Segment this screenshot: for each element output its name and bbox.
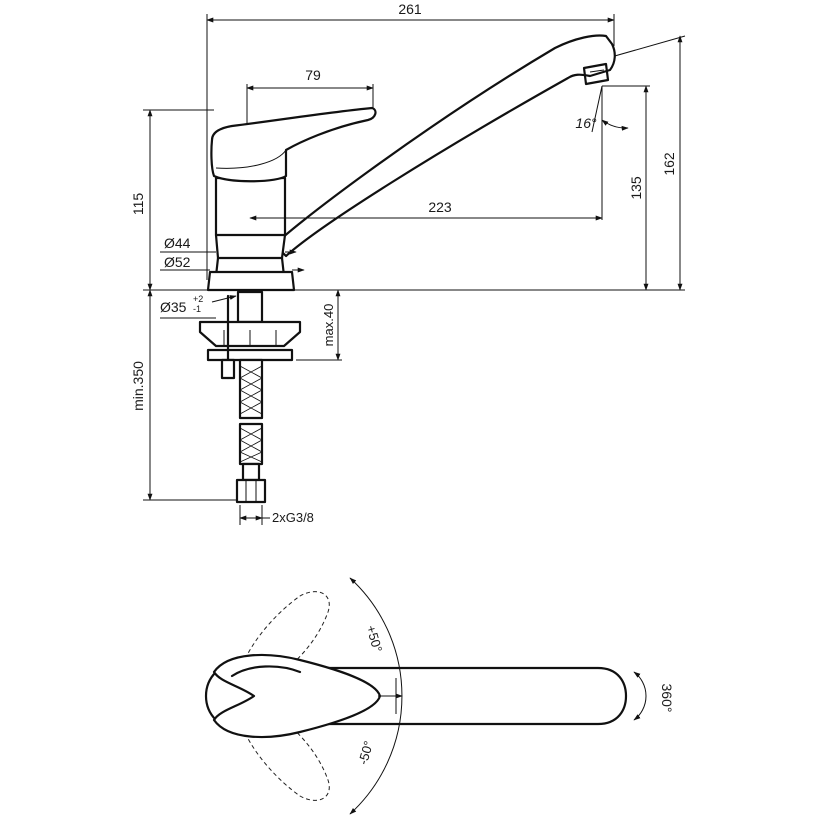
dim-spout-angle: 16° [575,115,597,131]
spout-aerator [582,62,610,86]
dim-total-height: 162 [661,152,677,176]
dim-hole-tolerance-minus: -1 [193,304,201,314]
dim-lever-length: 79 [305,67,321,83]
dim-body-height: 115 [130,193,146,216]
lever-swing-positions [239,591,330,801]
dim-spout-reach: 223 [428,199,452,215]
dim-min-hose-length: min.350 [130,361,146,411]
hose-nut [235,478,267,504]
dim-max-deck-thickness: max.40 [321,304,336,347]
dim-connection: 2xG3/8 [272,510,314,525]
angle-plus-label: +50° [363,624,385,654]
rotation-arc [633,671,647,721]
rotation-label: 360° [659,684,675,713]
angle-arc [601,119,629,131]
mixer-body [214,176,287,278]
lever-handle [210,106,377,183]
flex-hose [235,358,267,504]
dim-total-width: 261 [398,1,422,17]
lever-top [212,653,382,739]
spout [273,34,616,258]
side-view: 261 79 223 16° Ø44 Ø52 Ø35 +2 -1 2xG3/8 … [130,1,686,525]
top-view: +50° -50° 360° [204,577,675,815]
angle-minus-label: -50° [355,739,376,766]
base-flange [206,270,296,292]
dim-body-diameter: Ø44 [164,235,191,251]
dim-base-diameter: Ø52 [164,254,191,270]
dim-hole-diameter: Ø35 [160,299,187,315]
dimension-lines [147,17,683,521]
dim-spout-outlet-height: 135 [628,176,644,200]
mounting-hardware [198,290,302,380]
dim-hole-tolerance-plus: +2 [193,294,203,304]
